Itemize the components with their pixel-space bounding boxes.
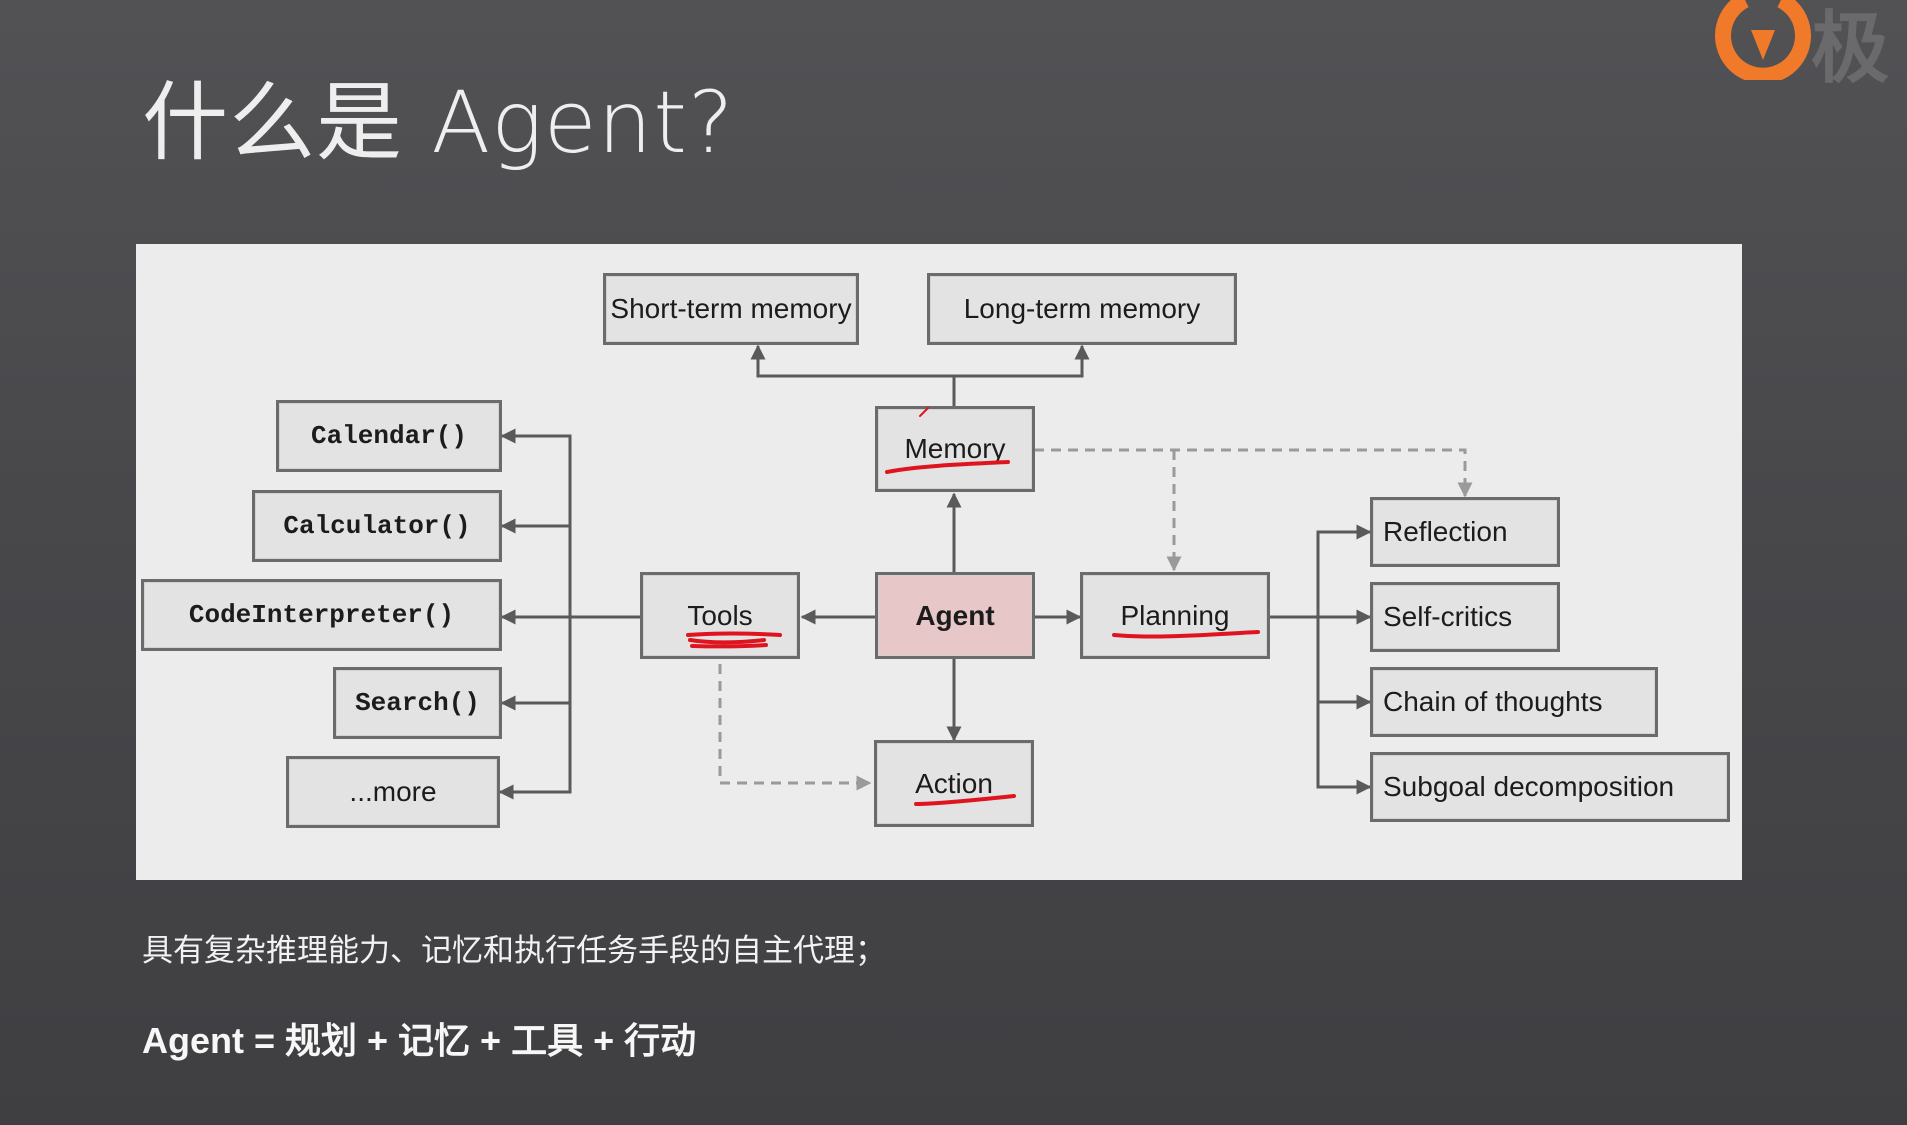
search-tool-box: Search() [333, 667, 502, 739]
more-tools-box: ...more [286, 756, 500, 828]
tools-to-action-dashed-arrow [718, 664, 872, 791]
logo-icon [1715, 0, 1811, 84]
agent-formula: Agent = 规划 + 记忆 + 工具 + 行动 [142, 1020, 697, 1061]
logo-text: 极 [1811, 4, 1890, 94]
planning-box: Planning [1080, 572, 1270, 659]
tools-branch-arrows [498, 428, 640, 800]
memory-branch-arrows [750, 344, 1090, 406]
tools-box: Tools [640, 572, 800, 659]
calculator-tool-box: Calculator() [252, 490, 502, 562]
code-interpreter-tool-box: CodeInterpreter() [141, 579, 502, 651]
brand-logo: 极 [1715, 0, 1907, 94]
agent-description: 具有复杂推理能力、记忆和执行任务手段的自主代理； [142, 933, 886, 969]
diagram-connectors [498, 344, 1473, 800]
self-critics-box: Self-critics [1370, 582, 1560, 652]
agent-box: Agent [875, 572, 1035, 659]
reflection-box: Reflection [1370, 497, 1560, 567]
long-term-memory-box: Long-term memory [927, 273, 1237, 345]
chain-of-thoughts-box: Chain of thoughts [1370, 667, 1658, 737]
subgoal-decomposition-box: Subgoal decomposition [1370, 752, 1730, 822]
slide-title: 什么是 Agent? [142, 73, 735, 173]
action-box: Action [874, 740, 1034, 827]
agent-diagram: Short-term memory Long-term memory Memor… [136, 244, 1742, 880]
memory-box: Memory [875, 406, 1035, 492]
planning-branch-arrows [1268, 524, 1372, 795]
calendar-tool-box: Calendar() [276, 400, 502, 472]
memory-dashed-arrows [1034, 448, 1473, 572]
short-term-memory-box: Short-term memory [603, 273, 859, 345]
